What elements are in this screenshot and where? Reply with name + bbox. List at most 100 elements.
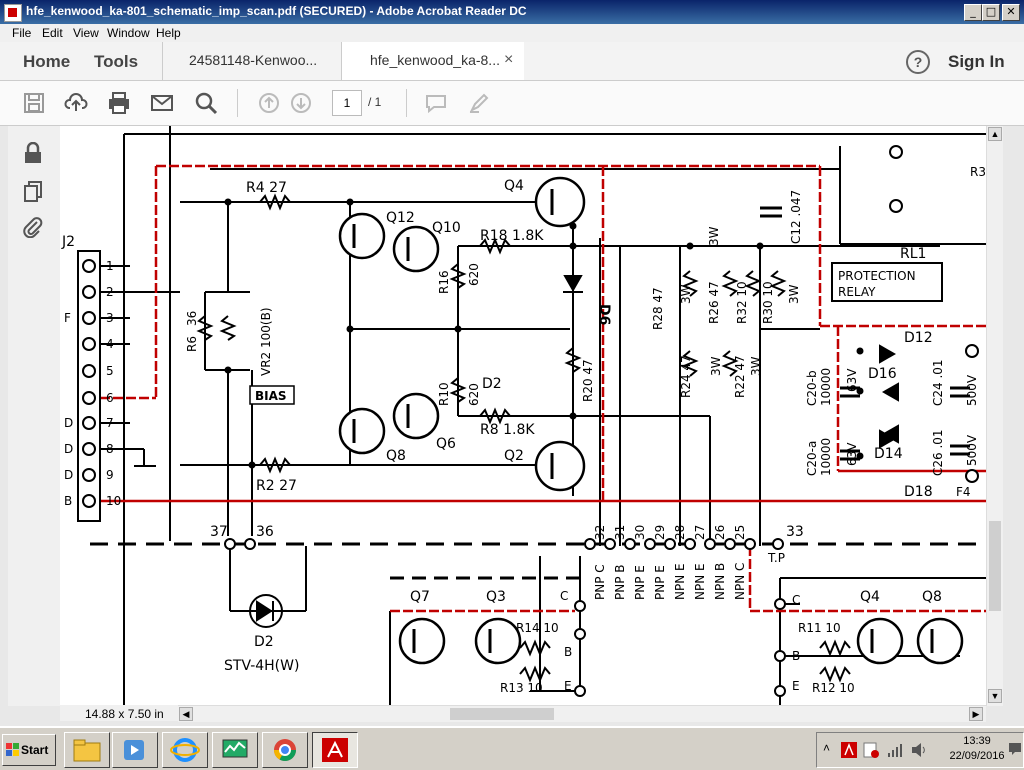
bus-number-30: 30 xyxy=(633,525,647,540)
label-q10: Q10 xyxy=(432,220,461,236)
label-c12: C12 .047 xyxy=(789,190,803,244)
document-tab-kenwood[interactable]: 24581148-Kenwoo... xyxy=(162,42,341,80)
label-r22: R22 47 xyxy=(733,355,747,398)
help-icon[interactable]: ? xyxy=(906,50,930,74)
bus-number-27: 27 xyxy=(693,525,707,540)
pin-c: C xyxy=(792,593,800,607)
highlight-icon[interactable] xyxy=(467,91,491,115)
sign-in-link[interactable]: Sign In xyxy=(948,52,1005,71)
document-tab-active[interactable]: hfe_kenwood_ka-8... × xyxy=(341,42,524,80)
document-view[interactable]: J2 1 2 3 4 5 6 7 8 9 10 F D D D B R4 27 … xyxy=(60,126,986,706)
label-r10-value: 620 xyxy=(467,383,481,406)
label-stv: STV-4H(W) xyxy=(224,658,299,674)
label-500v: 500V xyxy=(965,374,979,406)
label-3w: 3W xyxy=(749,356,763,376)
comment-icon[interactable] xyxy=(424,91,448,115)
network-monitor-icon[interactable] xyxy=(212,732,258,768)
attachment-icon[interactable] xyxy=(22,216,44,239)
bus-label-pnp-e: PNP E xyxy=(633,565,647,600)
label-r28: R28 47 xyxy=(651,287,665,330)
j2-pin-2: 2 xyxy=(106,285,114,299)
pin-b: B xyxy=(564,645,572,659)
menu-file[interactable]: File xyxy=(12,26,32,40)
j2-mark-b: B xyxy=(64,494,72,508)
pin-b: B xyxy=(792,649,800,663)
page-number-input[interactable]: 1 xyxy=(332,90,362,116)
menu-bar: File Edit View Window Help xyxy=(0,24,1024,42)
horizontal-scroll-thumb[interactable] xyxy=(450,708,554,720)
j2-mark-d: D xyxy=(64,442,73,456)
bus-label-pnp-c: PNP C xyxy=(593,564,607,600)
document-tab-label: hfe_kenwood_ka-8... xyxy=(370,52,500,68)
upload-icon[interactable] xyxy=(64,91,88,115)
pages-icon[interactable] xyxy=(22,180,44,202)
vertical-scroll-thumb[interactable] xyxy=(989,521,1001,611)
label-r2: R2 27 xyxy=(256,478,297,494)
horizontal-scrollbar[interactable]: ◀ ▶ xyxy=(178,705,986,722)
label-r18: R18 1.8K xyxy=(480,228,544,244)
j2-pin-8: 8 xyxy=(106,442,114,456)
scroll-left-icon[interactable]: ◀ xyxy=(179,707,193,721)
minimize-button[interactable]: _ xyxy=(964,4,982,21)
clock-date: 22/09/2016 xyxy=(949,750,1005,762)
menu-help[interactable]: Help xyxy=(156,26,181,40)
scroll-right-icon[interactable]: ▶ xyxy=(969,707,983,721)
label-r24: R24 47 xyxy=(679,355,693,398)
security-alert-icon[interactable] xyxy=(863,742,879,758)
email-icon[interactable] xyxy=(150,91,174,115)
tools-tab[interactable]: Tools xyxy=(94,52,139,71)
page-down-icon[interactable] xyxy=(289,91,313,115)
bus-label-npn-e: NPN E xyxy=(693,563,707,600)
file-explorer-icon[interactable] xyxy=(64,732,110,768)
close-window-button[interactable]: ✕ xyxy=(1002,4,1020,21)
internet-explorer-icon[interactable] xyxy=(162,732,208,768)
label-500v: 500V xyxy=(965,434,979,466)
label-c20a: C20-a xyxy=(805,441,819,476)
label-r8: R8 1.8K xyxy=(480,422,535,438)
label-3w: 3W xyxy=(787,284,801,304)
label-j2: J2 xyxy=(61,234,75,250)
window-title: hfe_kenwood_ka-801_schematic_imp_scan.pd… xyxy=(26,4,527,18)
bus-label-pnp-b: PNP B xyxy=(613,565,627,601)
label-q3: Q3 xyxy=(486,589,506,605)
scroll-down-icon[interactable]: ▼ xyxy=(988,689,1002,703)
menu-edit[interactable]: Edit xyxy=(42,26,63,40)
j2-mark-f: F xyxy=(64,311,71,325)
scroll-up-icon[interactable]: ▲ xyxy=(988,127,1002,141)
label-q8-bottom: Q8 xyxy=(922,589,942,605)
vertical-scrollbar[interactable]: ▲ ▼ xyxy=(986,126,1003,706)
media-player-icon[interactable] xyxy=(112,732,158,768)
document-tab-label: 24581148-Kenwoo... xyxy=(189,52,318,68)
acrobat-tray-icon[interactable] xyxy=(841,742,857,758)
acrobat-icon[interactable] xyxy=(312,732,358,768)
label-q2: Q2 xyxy=(504,448,524,464)
network-signal-icon[interactable] xyxy=(887,742,903,758)
chrome-icon[interactable] xyxy=(262,732,308,768)
maximize-button[interactable]: □ xyxy=(982,4,1000,21)
chevron-up-icon[interactable]: ˄ xyxy=(823,741,831,755)
label-r6: R6 xyxy=(185,336,199,352)
menu-window[interactable]: Window xyxy=(107,26,150,40)
home-tab[interactable]: Home xyxy=(23,52,71,71)
clock-time: 13:39 xyxy=(963,735,991,747)
save-icon[interactable] xyxy=(22,91,46,115)
print-icon[interactable] xyxy=(107,91,131,115)
label-d12: D12 xyxy=(904,330,933,346)
label-q4-top: Q4 xyxy=(504,178,524,194)
menu-view[interactable]: View xyxy=(73,26,99,40)
bus-label-pnp-e: PNP E xyxy=(653,565,667,600)
close-tab-icon[interactable]: × xyxy=(504,51,514,68)
search-icon[interactable] xyxy=(194,91,218,115)
notification-icon[interactable] xyxy=(1009,743,1021,755)
tab-bar: Home Tools 24581148-Kenwoo... hfe_kenwoo… xyxy=(0,42,1024,81)
label-q7: Q7 xyxy=(410,589,430,605)
lock-icon[interactable] xyxy=(22,141,44,164)
pin-e: E xyxy=(792,679,800,693)
label-c20b-value: 10000 xyxy=(819,368,833,406)
label-3w: 3W xyxy=(707,226,721,246)
page-up-icon[interactable] xyxy=(257,91,281,115)
volume-icon[interactable] xyxy=(911,742,927,758)
j2-mark-d: D xyxy=(64,468,73,482)
start-button[interactable]: Start xyxy=(2,734,56,766)
pin-c: C xyxy=(560,589,568,603)
